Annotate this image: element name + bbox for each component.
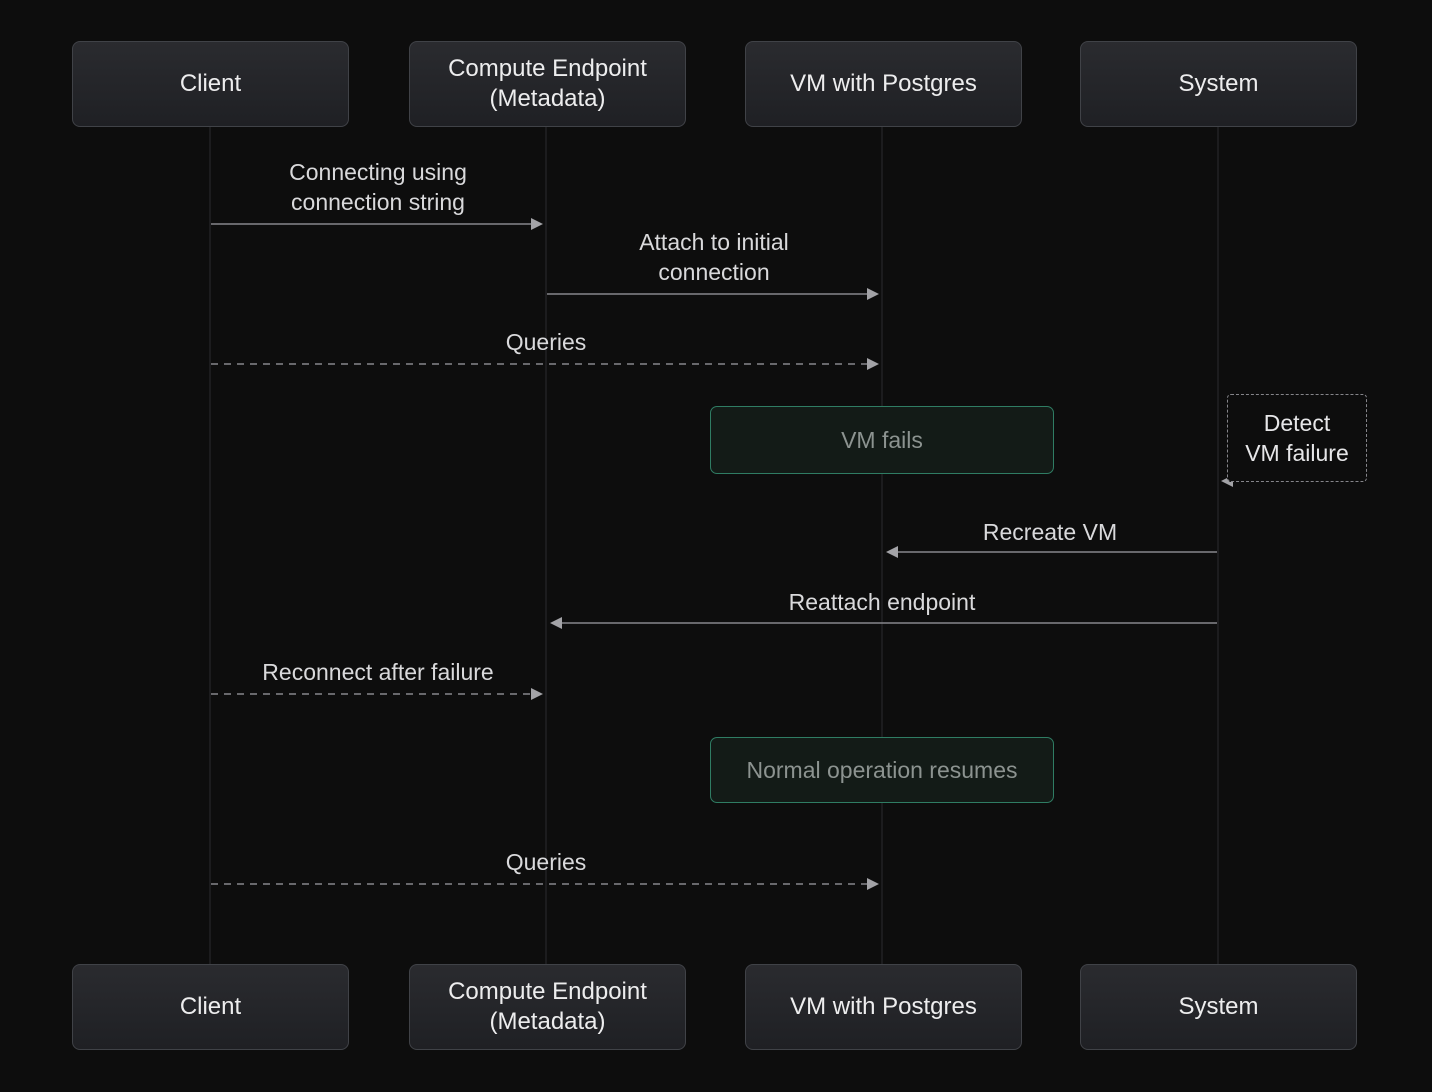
self-message-detect-label: Detect VM failure: [1245, 410, 1349, 466]
actor-compute-endpoint-label-bottom: Compute Endpoint (Metadata): [448, 978, 647, 1035]
message-attach: Attach to initial connection: [639, 229, 789, 285]
actor-system-bottom: System: [1080, 964, 1357, 1050]
message-reconnect: Reconnect after failure: [262, 659, 494, 685]
actor-vm-top: VM with Postgres: [745, 41, 1022, 127]
arrow-reattach-head: [550, 617, 562, 629]
actor-compute-endpoint-label: Compute Endpoint (Metadata): [448, 55, 647, 112]
arrow-recreate-head: [886, 546, 898, 558]
actor-compute-endpoint-bottom: Compute Endpoint (Metadata): [409, 964, 686, 1050]
note-normal-operation: Normal operation resumes: [710, 737, 1054, 803]
actor-vm-label-bottom: VM with Postgres: [790, 993, 977, 1020]
arrow-attach-head: [867, 288, 879, 300]
note-normal-operation-label: Normal operation resumes: [746, 756, 1018, 783]
message-connect: Connecting using connection string: [289, 159, 467, 215]
actor-vm-bottom: VM with Postgres: [745, 964, 1022, 1050]
actor-client-top: Client: [72, 41, 349, 127]
actor-system-label-bottom: System: [1178, 993, 1259, 1020]
message-queries1: Queries: [505, 329, 587, 355]
actor-system-label: System: [1178, 70, 1259, 97]
actor-client-label: Client: [179, 70, 242, 97]
message-queries2: Queries: [505, 849, 587, 875]
arrow-connect-head: [531, 218, 543, 230]
arrow-queries2-head: [867, 878, 879, 890]
note-vm-fails-label: VM fails: [841, 426, 923, 453]
actor-compute-endpoint-top: Compute Endpoint (Metadata): [409, 41, 686, 127]
actor-client-bottom: Client: [72, 964, 349, 1050]
actor-client-label-bottom: Client: [179, 993, 242, 1020]
actor-vm-label: VM with Postgres: [790, 70, 977, 97]
message-reattach: Reattach endpoint: [788, 589, 976, 615]
arrow-queries1-head: [867, 358, 879, 370]
note-vm-fails: VM fails: [710, 406, 1054, 474]
actor-system-top: System: [1080, 41, 1357, 127]
self-message-detect-vm-failure: Detect VM failure: [1227, 394, 1367, 482]
message-recreate: Recreate VM: [982, 519, 1118, 545]
arrow-reconnect-head: [531, 688, 543, 700]
